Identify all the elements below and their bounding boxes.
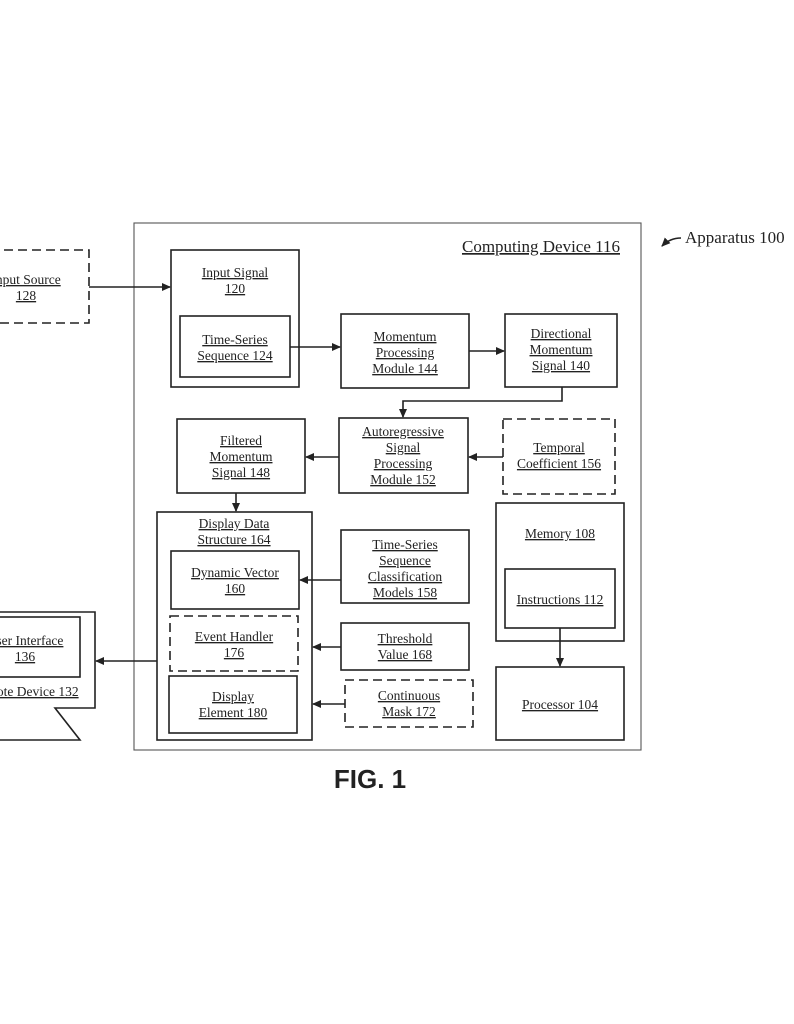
label-line: Signal 148 — [212, 465, 270, 480]
label-line: Processor 104 — [522, 697, 598, 712]
arrow-directional-to-autoregressive — [399, 387, 563, 418]
label-line: Threshold — [378, 631, 433, 646]
threshold-value-box — [340, 622, 470, 671]
label-line: Structure 164 — [197, 532, 270, 547]
processor-label: Processor 104 — [522, 697, 598, 712]
computing-device-container — [133, 222, 642, 751]
processor-box — [495, 666, 625, 741]
label-line: Display Data — [199, 516, 270, 531]
label-line: Input Source — [0, 272, 61, 287]
label-line: Module 152 — [370, 472, 436, 487]
continuous-mask-box — [344, 679, 474, 728]
label-line: Input Signal — [202, 265, 269, 280]
label-line: Mask 172 — [382, 704, 436, 719]
label-line: Signal 140 — [532, 358, 590, 373]
label-line: 128 — [16, 288, 37, 303]
label-line: Momentum — [210, 449, 273, 464]
label-line: Sequence 124 — [197, 348, 273, 363]
classification-models-box — [340, 529, 470, 604]
label-line: Autoregressive — [362, 424, 444, 439]
user-interface-box — [0, 616, 81, 678]
remote-device-shape — [0, 611, 96, 741]
label-line: 120 — [225, 281, 246, 296]
label-line: Time-Series — [202, 332, 268, 347]
directional-momentum-box — [504, 313, 618, 388]
label-line: Signal — [386, 440, 421, 455]
remote-device-label: Remote Device 132 — [0, 684, 79, 699]
label-line: Remote Device 132 — [0, 684, 79, 699]
label-line: 176 — [224, 645, 245, 660]
label-line: User Interface — [0, 633, 63, 648]
instructions-box — [504, 568, 616, 629]
apparatus-pointer-arrow — [661, 237, 682, 247]
figure-caption: FIG. 1 — [334, 764, 406, 794]
label-line: Processing — [376, 345, 435, 360]
label-line: Coefficient 156 — [517, 456, 601, 471]
dynamic-vector-box — [170, 550, 300, 610]
label-line: 160 — [225, 581, 246, 596]
filtered-momentum-box — [176, 418, 306, 494]
label-line: Continuous — [378, 688, 440, 703]
label-line: Models 158 — [373, 585, 437, 600]
temporal-coefficient-box — [502, 418, 616, 495]
label-line: Processing — [374, 456, 433, 471]
label-line: Module 144 — [372, 361, 438, 376]
label-line: Filtered — [220, 433, 262, 448]
label-line: Time-Series — [372, 537, 438, 552]
label-line: Instructions 112 — [517, 592, 604, 607]
label-line: Momentum — [530, 342, 593, 357]
label-line: Directional — [531, 326, 592, 341]
input-source-box — [0, 249, 90, 324]
label-line: Memory 108 — [525, 526, 595, 541]
label-line: Value 168 — [378, 647, 433, 662]
label-line: Classification — [368, 569, 442, 584]
display-element-box — [168, 675, 298, 734]
event-handler-box — [169, 615, 299, 672]
label-line: Temporal — [533, 440, 585, 455]
autoregressive-box — [338, 417, 469, 494]
label-line: Momentum — [374, 329, 437, 344]
instructions-label: Instructions 112 — [517, 592, 604, 607]
label-line: 136 — [15, 649, 36, 664]
label-line: Display — [212, 689, 254, 704]
computing-device-label: Computing Device 116 — [462, 237, 620, 256]
label-line: Dynamic Vector — [191, 565, 279, 580]
apparatus-label: Apparatus 100 — [685, 228, 785, 247]
memory-label: Memory 108 — [525, 526, 595, 541]
label-line: Sequence — [379, 553, 431, 568]
momentum-processing-box — [340, 313, 470, 389]
label-line: Element 180 — [199, 705, 268, 720]
label-line: Event Handler — [195, 629, 274, 644]
